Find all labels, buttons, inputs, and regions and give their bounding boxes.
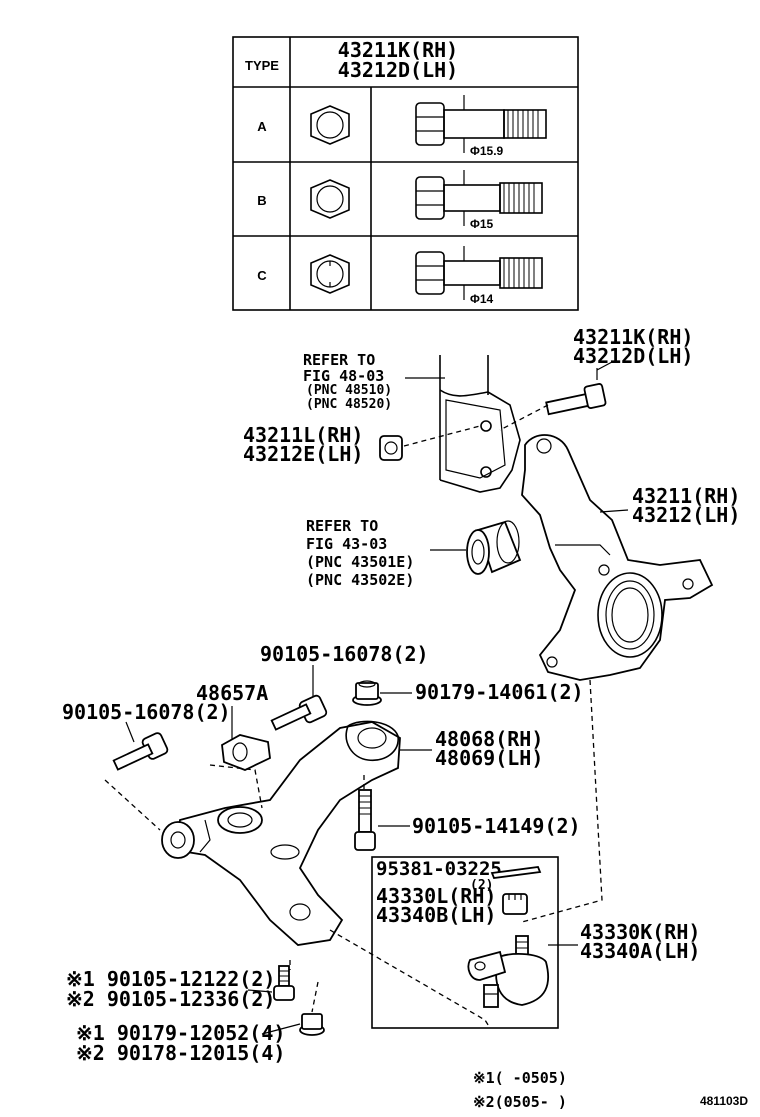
bolt-c-diameter: Φ14 bbox=[470, 292, 494, 306]
castle-nut-icon bbox=[502, 893, 528, 915]
flange-nut-icon bbox=[352, 680, 382, 706]
bearing-ref-line4: (PNC 43502E) bbox=[306, 571, 414, 589]
ballnut-rh: 43330L(RH) bbox=[376, 884, 496, 908]
top-bolt-lh: 43212D(LH) bbox=[573, 344, 693, 368]
ball-joint-icon bbox=[467, 935, 550, 1008]
bracket-label: 48657A bbox=[196, 681, 268, 705]
table-header-type: TYPE bbox=[245, 58, 279, 73]
lower-nut-label-2: ※2 90178-12015(4) bbox=[76, 1041, 285, 1065]
lower-arm-drawing bbox=[161, 720, 401, 946]
bolt-b-end-view-icon bbox=[310, 179, 350, 219]
table-header-part-rh: 43211K(RH) bbox=[338, 38, 458, 62]
leader-knuckle bbox=[599, 509, 629, 513]
strut-ref-line1: REFER TO bbox=[303, 351, 375, 369]
lower-nut-label-1: ※1 90179-12052(4) bbox=[76, 1021, 285, 1045]
nut-top-label: 90179-14061(2) bbox=[415, 680, 584, 704]
bolt-c-icon bbox=[354, 789, 376, 851]
nut-rh: 43211L(RH) bbox=[243, 423, 363, 447]
nut-lh: 43212E(LH) bbox=[243, 442, 363, 466]
row-type-c: C bbox=[257, 268, 267, 283]
ballnut-lh: 43340B(LH) bbox=[376, 903, 496, 927]
lower-bolt-icon bbox=[273, 965, 295, 1001]
bearing-ref-line1: REFER TO bbox=[306, 517, 378, 535]
knuckle-rh: 43211(RH) bbox=[632, 484, 740, 508]
figure-id: 481103D bbox=[700, 1094, 748, 1108]
lower-bolt-label-2: ※2 90105-12336(2) bbox=[66, 987, 275, 1011]
row-type-a: A bbox=[257, 119, 267, 134]
lower-nut-icon bbox=[299, 1013, 325, 1036]
bolt-b-label: 90105-16078(2) bbox=[260, 642, 429, 666]
assembly-dashed-lines bbox=[104, 679, 603, 1029]
strut-ref-line4: (PNC 48520) bbox=[306, 397, 392, 412]
nut-axis bbox=[403, 425, 481, 447]
cotter-pin-icon bbox=[490, 866, 542, 879]
strut-nut-icon bbox=[379, 435, 403, 461]
bolt-a-diameter: Φ15.9 bbox=[470, 144, 504, 158]
strut-drawing bbox=[405, 355, 521, 493]
bolt-c-label: 90105-14149(2) bbox=[412, 814, 581, 838]
leader-lower-bolt bbox=[247, 989, 273, 993]
bolt-b-side-view-icon bbox=[415, 170, 543, 226]
leader-bolt-a bbox=[125, 721, 135, 743]
top-bolt-rh: 43211K(RH) bbox=[573, 325, 693, 349]
bolt-b-diameter: Φ15 bbox=[470, 217, 494, 231]
bolt-a-side-view-icon bbox=[415, 95, 547, 153]
table-header-part-lh: 43212D(LH) bbox=[338, 58, 458, 82]
leader-top-bolt bbox=[596, 361, 613, 371]
bolt-a-end-view-icon bbox=[310, 105, 350, 145]
balljoint-lh: 43340A(LH) bbox=[580, 939, 700, 963]
note-2: ※2(0505- ) bbox=[473, 1093, 567, 1111]
bolt-a-label: 90105-16078(2) bbox=[62, 700, 231, 724]
balljoint-rh: 43330K(RH) bbox=[580, 920, 700, 944]
note-1: ※1( -0505) bbox=[473, 1069, 567, 1087]
knuckle-lh: 43212(LH) bbox=[632, 503, 740, 527]
bolt-type-table: TYPE 43211K(RH) 43212D(LH) A B C Φ15 bbox=[232, 36, 579, 311]
bolt-b-icon bbox=[270, 694, 328, 731]
leader-lower-nut bbox=[261, 1023, 301, 1035]
strut-ref-line3: (PNC 48510) bbox=[306, 383, 392, 398]
pin-label: 95381-03225 bbox=[376, 858, 502, 880]
arm-rh: 48068(RH) bbox=[435, 727, 543, 751]
strut-ref-line2: FIG 48-03 bbox=[303, 367, 384, 385]
bearing-ref-line3: (PNC 43501E) bbox=[306, 553, 414, 571]
row-type-b: B bbox=[257, 193, 266, 208]
bearing-ref-line2: FIG 43-03 bbox=[306, 535, 387, 553]
bolt-c-end-view-icon bbox=[310, 254, 350, 294]
steering-knuckle-drawing bbox=[521, 434, 714, 681]
table-border bbox=[232, 36, 579, 311]
bolt-a-icon bbox=[112, 732, 169, 771]
pin-qty: (2) bbox=[470, 878, 493, 893]
bracket-icon bbox=[221, 734, 271, 771]
top-bolt-icon bbox=[545, 368, 607, 416]
top-bolt-axis bbox=[499, 404, 549, 431]
arm-lh: 48069(LH) bbox=[435, 746, 543, 770]
ball-joint-box bbox=[371, 856, 559, 1029]
lower-bolt-label-1: ※1 90105-12122(2) bbox=[66, 967, 275, 991]
bolt-c-side-view-icon bbox=[415, 246, 543, 300]
hub-bearing-icon bbox=[466, 520, 522, 575]
